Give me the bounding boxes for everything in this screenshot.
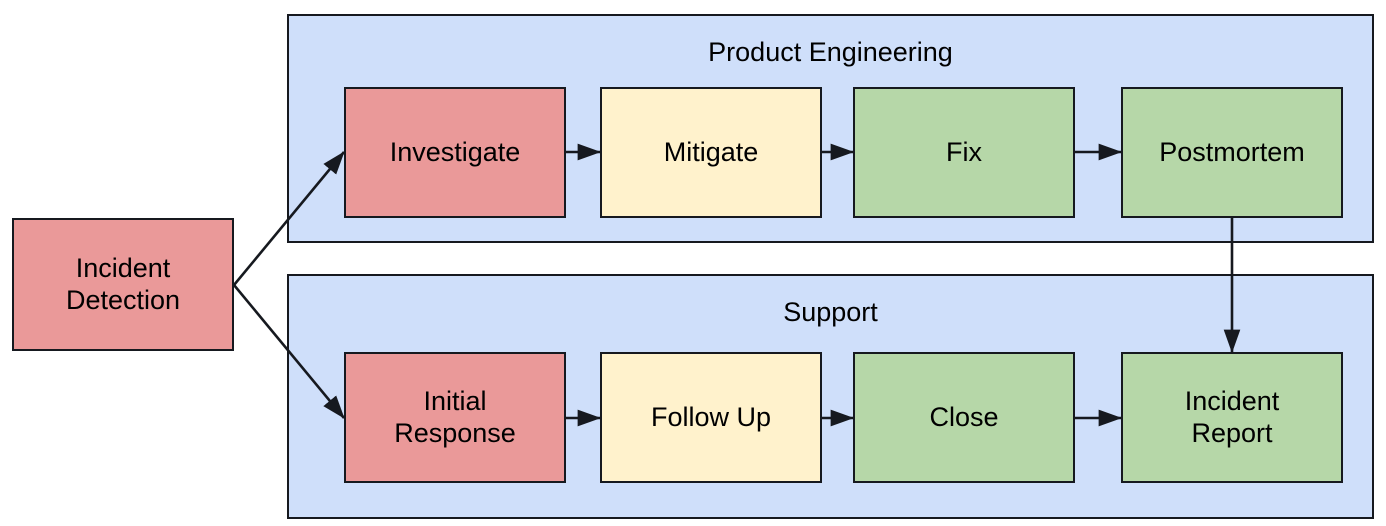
node-incident-detection[interactable]: Incident Detection <box>12 218 234 351</box>
node-initial-response[interactable]: Initial Response <box>344 352 566 483</box>
node-follow-up[interactable]: Follow Up <box>600 352 822 483</box>
node-close[interactable]: Close <box>853 352 1075 483</box>
node-investigate[interactable]: Investigate <box>344 87 566 218</box>
node-postmortem[interactable]: Postmortem <box>1121 87 1343 218</box>
swimlane-title-support: Support <box>783 297 878 327</box>
node-incident-report[interactable]: Incident Report <box>1121 352 1343 483</box>
node-fix[interactable]: Fix <box>853 87 1075 218</box>
swimlane-title-product-engineering: Product Engineering <box>708 37 953 67</box>
node-mitigate[interactable]: Mitigate <box>600 87 822 218</box>
